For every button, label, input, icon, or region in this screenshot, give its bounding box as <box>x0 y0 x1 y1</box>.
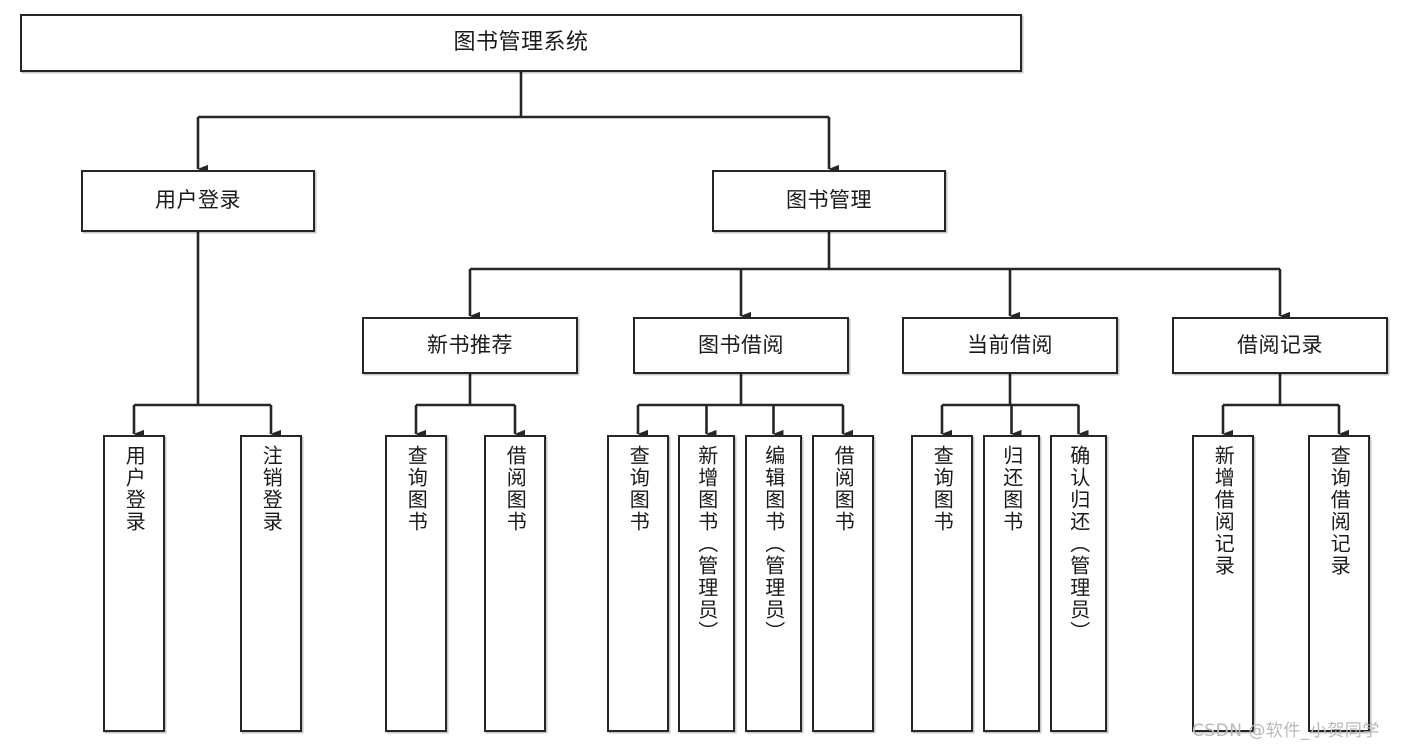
node-label-user-login: 用户登录 <box>155 188 241 213</box>
node-label-new-book-rec: 新书推荐 <box>427 332 513 357</box>
node-leaf-bb-query[interactable]: 查询图书 <box>607 435 669 732</box>
node-label-leaf-br-query: 查询借阅记录 <box>1327 445 1352 577</box>
node-leaf-br-query[interactable]: 查询借阅记录 <box>1308 435 1370 732</box>
node-label-leaf-bb-borrow: 借阅图书 <box>831 445 856 533</box>
node-label-current-borrow: 当前借阅 <box>967 332 1053 357</box>
node-leaf-cb-query[interactable]: 查询图书 <box>911 435 973 732</box>
node-leaf-rec-query[interactable]: 查询图书 <box>385 435 447 732</box>
node-label-borrow-record: 借阅记录 <box>1237 332 1323 357</box>
node-label-leaf-rec-borrow: 借阅图书 <box>503 445 528 533</box>
node-label-root: 图书管理系统 <box>453 29 589 55</box>
node-label-book-borrow: 图书借阅 <box>698 332 784 357</box>
node-label-leaf-bb-add: 新增图书（管理员） <box>694 445 719 643</box>
node-label-leaf-cb-confirm: 确认归还（管理员） <box>1066 445 1091 643</box>
node-label-leaf-bb-query: 查询图书 <box>626 445 651 533</box>
node-label-leaf-user-logout: 注销登录 <box>259 445 284 533</box>
watermark-text: CSDN @软件_小贺同学 <box>1192 721 1380 741</box>
node-label-book-manage: 图书管理 <box>786 188 872 213</box>
node-leaf-cb-return[interactable]: 归还图书 <box>983 435 1040 732</box>
node-leaf-bb-borrow[interactable]: 借阅图书 <box>812 435 874 732</box>
node-label-leaf-user-login: 用户登录 <box>122 445 147 533</box>
node-user-login[interactable]: 用户登录 <box>81 170 315 232</box>
node-borrow-record[interactable]: 借阅记录 <box>1172 317 1388 374</box>
node-label-leaf-bb-edit: 编辑图书（管理员） <box>761 445 786 643</box>
node-leaf-rec-borrow[interactable]: 借阅图书 <box>484 435 546 732</box>
node-new-book-rec[interactable]: 新书推荐 <box>362 317 578 374</box>
node-label-leaf-rec-query: 查询图书 <box>404 445 429 533</box>
node-book-manage[interactable]: 图书管理 <box>712 170 946 232</box>
node-leaf-user-login[interactable]: 用户登录 <box>103 435 165 732</box>
node-leaf-user-logout[interactable]: 注销登录 <box>240 435 302 732</box>
node-leaf-br-add[interactable]: 新增借阅记录 <box>1192 435 1254 732</box>
node-leaf-cb-confirm[interactable]: 确认归还（管理员） <box>1050 435 1107 732</box>
node-current-borrow[interactable]: 当前借阅 <box>902 317 1118 374</box>
node-label-leaf-cb-return: 归还图书 <box>999 445 1024 533</box>
node-leaf-bb-edit[interactable]: 编辑图书（管理员） <box>745 435 802 732</box>
node-label-leaf-br-add: 新增借阅记录 <box>1211 445 1236 577</box>
node-book-borrow[interactable]: 图书借阅 <box>633 317 849 374</box>
node-label-leaf-cb-query: 查询图书 <box>930 445 955 533</box>
node-leaf-bb-add[interactable]: 新增图书（管理员） <box>678 435 735 732</box>
node-root[interactable]: 图书管理系统 <box>20 14 1022 72</box>
